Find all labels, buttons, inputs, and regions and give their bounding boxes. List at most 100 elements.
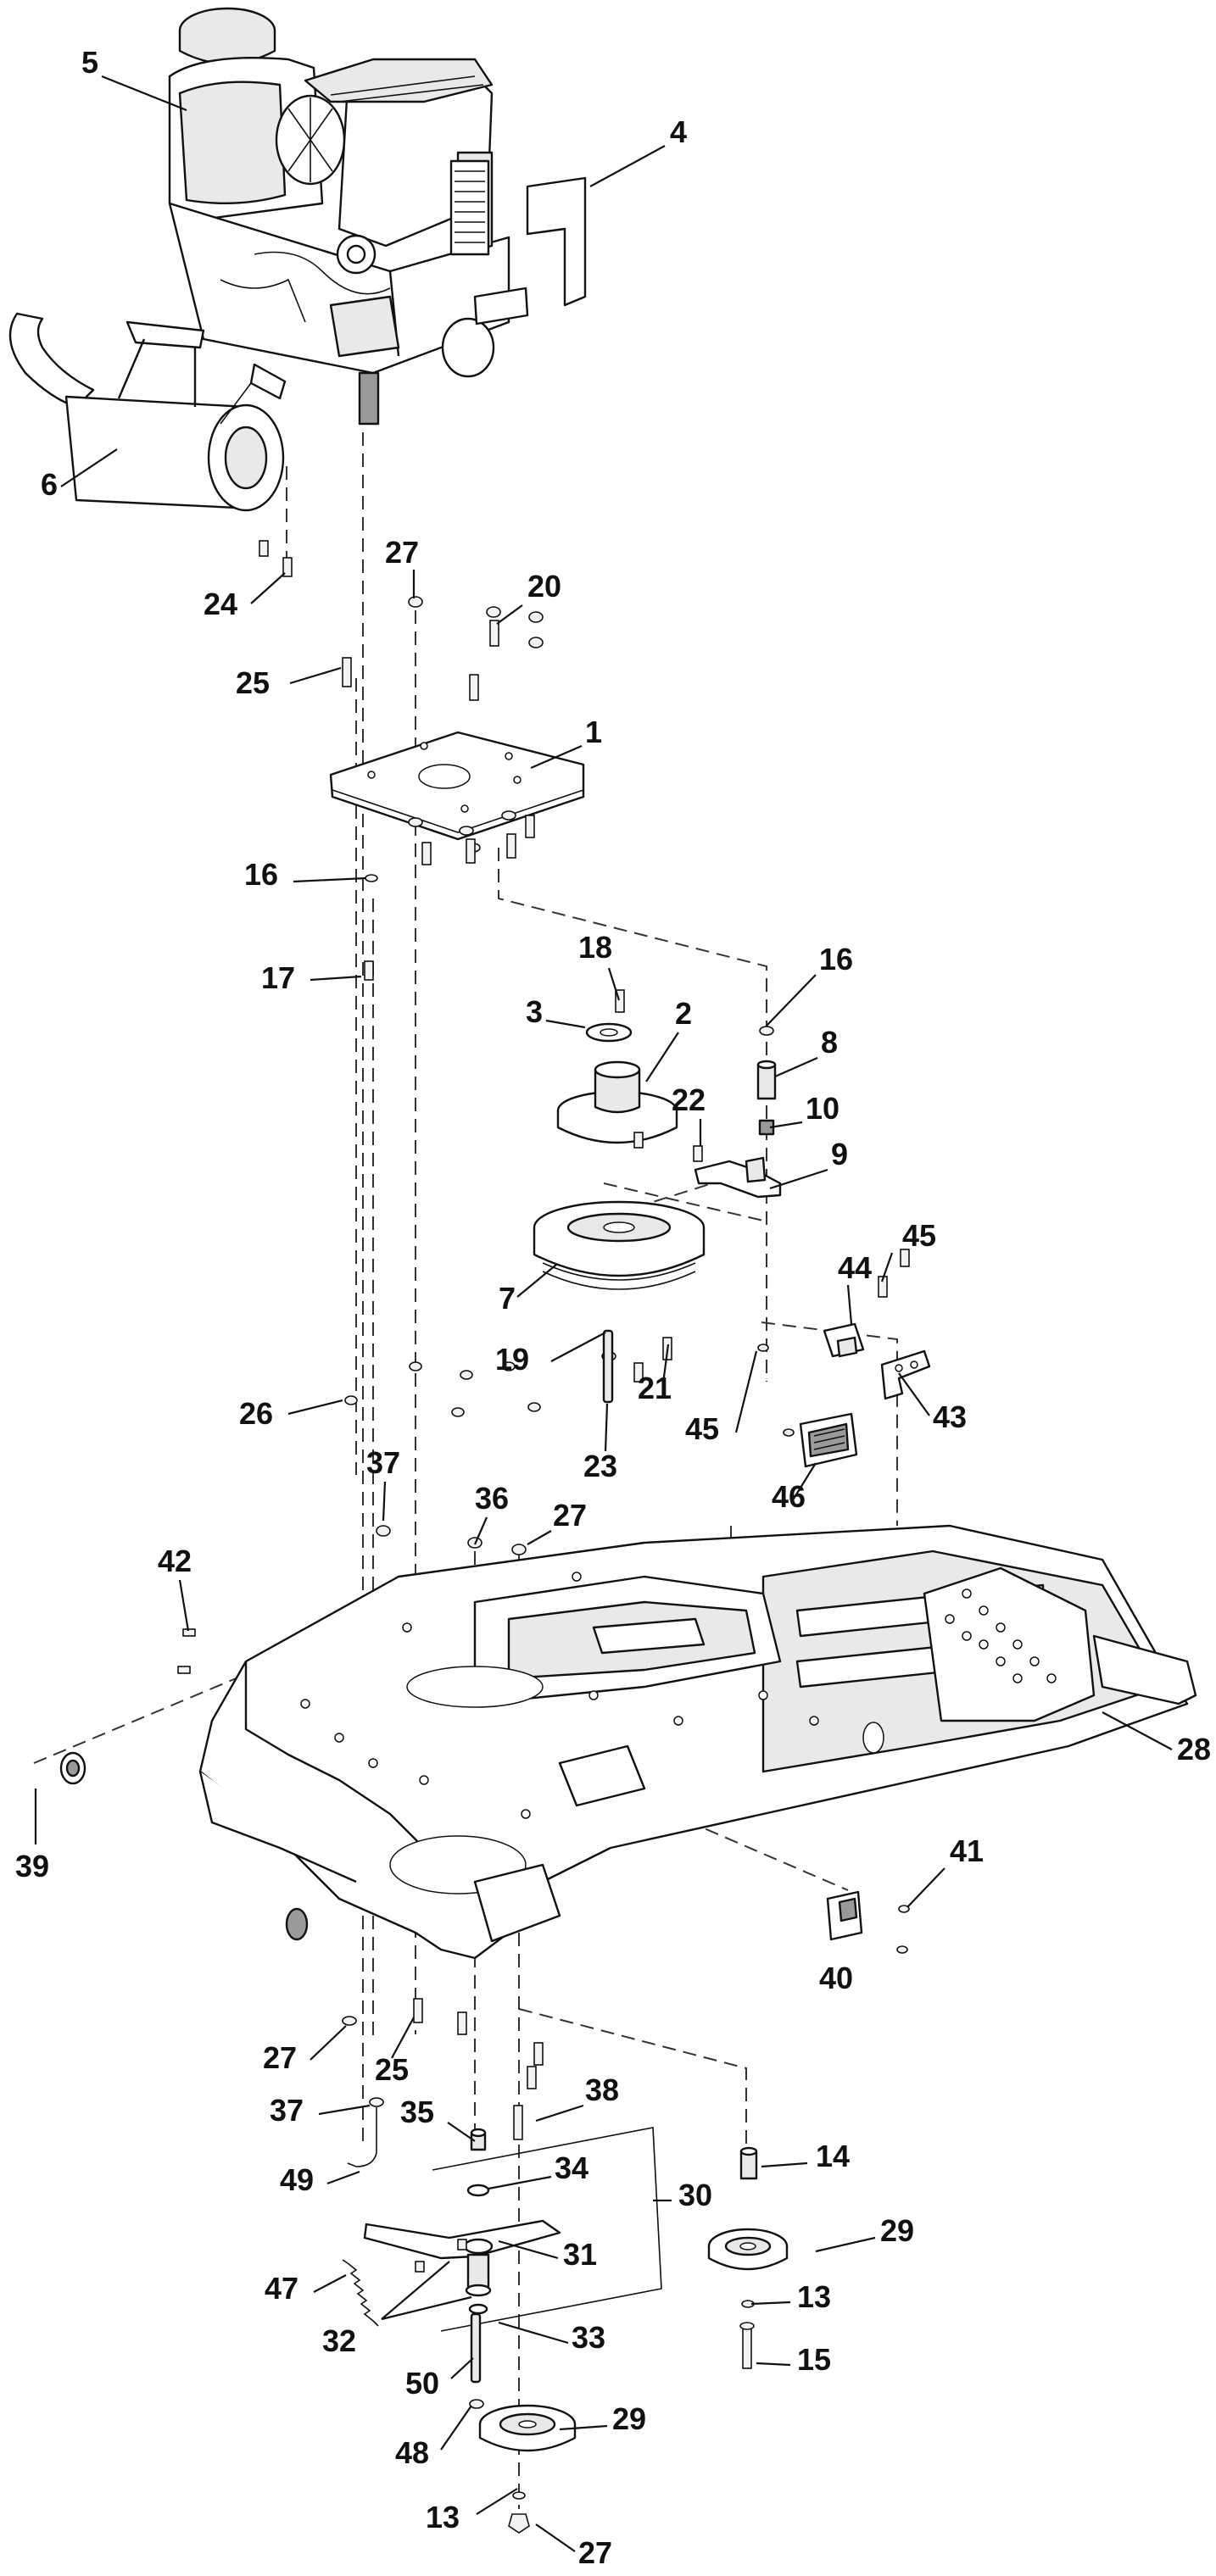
callout-43: 43 [933, 1399, 967, 1434]
leader-line [535, 2523, 576, 2552]
spring-icon [342, 2259, 379, 2327]
leader-line [766, 974, 817, 1027]
leader-line [815, 2236, 876, 2253]
leader-line [559, 2424, 608, 2431]
leader-line [476, 2488, 518, 2515]
leader-line [287, 1399, 343, 1416]
leader-line [774, 1056, 818, 1078]
special-leaders [34, 1789, 672, 2321]
muffler [8, 312, 287, 512]
leader-line [310, 975, 362, 982]
callout-37: 37 [366, 1445, 400, 1480]
callout-48: 48 [395, 2435, 429, 2470]
callout-5: 5 [81, 45, 98, 80]
leader-line [310, 2025, 347, 2061]
leader-line [880, 1252, 894, 1282]
callout-45: 45 [685, 1411, 719, 1446]
callout-20: 20 [527, 569, 561, 604]
leader-line [898, 1372, 930, 1416]
heat-shield [526, 176, 587, 307]
leader-line [750, 2301, 791, 2306]
callout-34: 34 [555, 2150, 588, 2185]
leader-line [473, 1516, 488, 1545]
callout-21: 21 [638, 1371, 672, 1405]
callout-44: 44 [838, 1250, 872, 1285]
callout-27: 27 [578, 2535, 612, 2570]
hardware-top [259, 540, 544, 701]
callout-37: 37 [270, 2093, 304, 2128]
callout-13: 13 [426, 2500, 460, 2534]
leader-line [793, 1462, 817, 1499]
leader-line [661, 1344, 670, 1384]
leader-line [607, 967, 621, 1001]
callout-28: 28 [1177, 1732, 1211, 1766]
callout-29: 29 [880, 2213, 914, 2248]
leader-line [1102, 1711, 1173, 1750]
leader-line [589, 145, 666, 187]
pulley-assembly [533, 989, 706, 1404]
callout-22: 22 [672, 1082, 706, 1117]
leader-line [293, 876, 367, 883]
callout-30: 30 [678, 2178, 712, 2212]
callout-50: 50 [405, 2366, 439, 2401]
callout-31: 31 [563, 2237, 597, 2272]
leader-line [450, 2357, 474, 2379]
leader-line [496, 604, 523, 625]
callout-14: 14 [816, 2139, 850, 2173]
callout-23: 23 [583, 1449, 617, 1483]
leader-line [318, 2104, 371, 2116]
callout-46: 46 [772, 1479, 806, 1514]
callout-36: 36 [475, 1481, 509, 1516]
leader-line [313, 2274, 347, 2293]
leader-line [761, 2162, 808, 2168]
main-frame [198, 1524, 1197, 1960]
callout-29: 29 [612, 2401, 646, 2436]
callout-40: 40 [819, 1961, 853, 1995]
callout-8: 8 [821, 1025, 838, 1060]
lower-hardware [342, 1998, 544, 2167]
callout-18: 18 [578, 930, 612, 965]
leader-line [645, 1032, 679, 1082]
leader-line [440, 2405, 472, 2451]
frame-hardware [177, 1361, 541, 1674]
callout-9: 9 [831, 1137, 848, 1171]
leader-line [326, 2170, 360, 2185]
callout-25: 25 [236, 665, 270, 700]
idler-pulley-lower [478, 2404, 577, 2534]
callout-2: 2 [675, 996, 692, 1031]
leader-line [535, 2104, 584, 2123]
callout-27: 27 [263, 2040, 297, 2075]
idler-arm-assembly [363, 2127, 662, 2409]
leader-line [488, 2175, 552, 2190]
callout-35: 35 [400, 2095, 434, 2129]
callout-13: 13 [797, 2279, 831, 2314]
callout-33: 33 [572, 2320, 605, 2355]
callout-26: 26 [239, 1396, 273, 1431]
leader-line [530, 744, 583, 770]
callout-32: 32 [322, 2323, 356, 2358]
leader-line [391, 2017, 415, 2059]
leader-line [178, 1579, 190, 1632]
leader-line [734, 1350, 758, 1433]
callout-27: 27 [553, 1498, 587, 1533]
leader-line [769, 1168, 828, 1190]
callout-38: 38 [585, 2072, 619, 2107]
callout-17: 17 [261, 960, 295, 995]
leader-line [516, 1264, 557, 1298]
callout-39: 39 [15, 1849, 49, 1883]
callout-1: 1 [585, 715, 602, 749]
callout-19: 19 [495, 1342, 529, 1377]
callout-6: 6 [41, 467, 58, 502]
callout-27: 27 [385, 535, 419, 570]
callout-16: 16 [819, 942, 853, 976]
callout-10: 10 [806, 1091, 839, 1126]
leader-line [498, 2321, 569, 2345]
leader-line [101, 75, 187, 112]
callout-7: 7 [499, 1281, 516, 1316]
alignment-lines [33, 390, 898, 2509]
leader-lines [60, 75, 1173, 2552]
engine-mount-plate [329, 731, 585, 981]
grommet [285, 1907, 309, 1941]
switch-assembly [757, 1249, 931, 1468]
